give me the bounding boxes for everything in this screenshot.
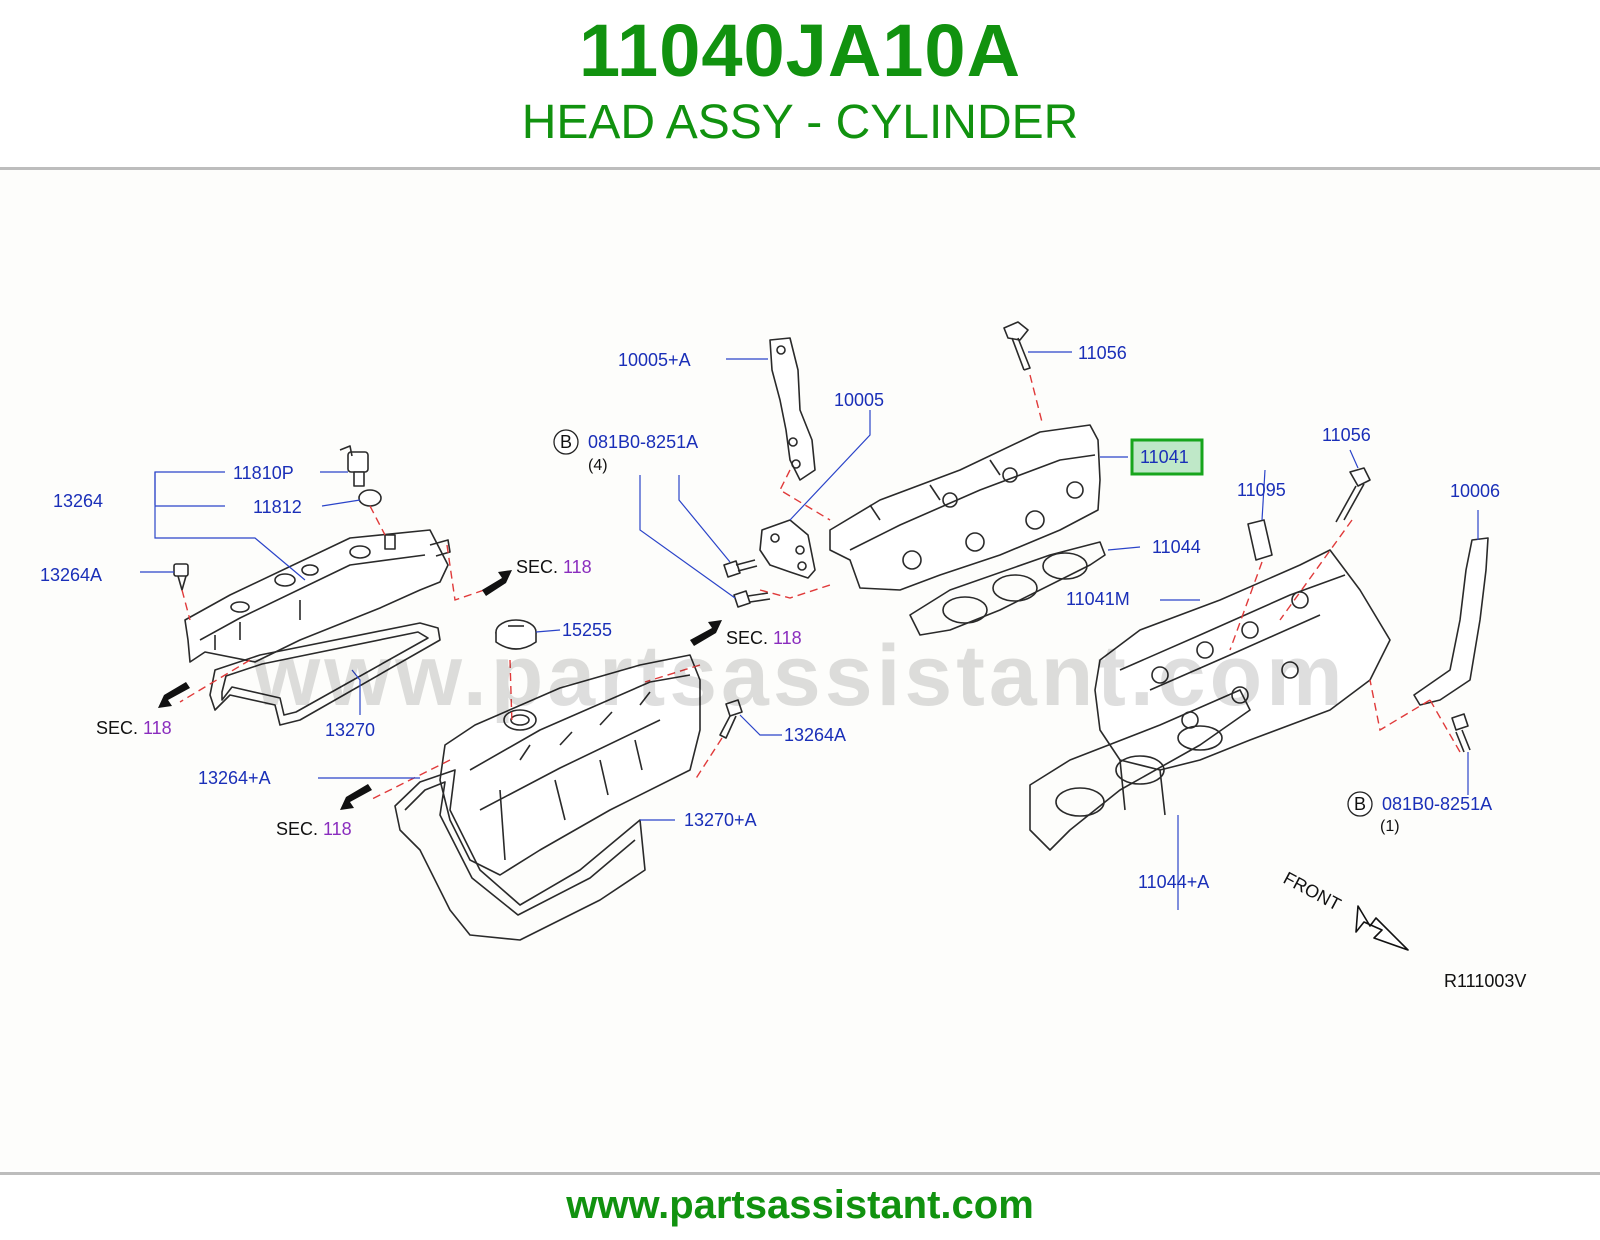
gasket-13270-plus-a[interactable] (394, 769, 646, 941)
sec-ref-3-number[interactable]: 118 (143, 718, 172, 738)
sec-ref-4-prefix: SEC. (276, 819, 318, 839)
label-081b0-right[interactable]: 081B0-8251A (1382, 794, 1492, 814)
bracket-10005[interactable] (759, 519, 816, 579)
bolt-13264a-mid[interactable] (719, 699, 743, 739)
label-11044pa[interactable]: 11044+A (1138, 872, 1209, 892)
label-10005[interactable]: 10005 (834, 390, 884, 410)
header: 11040JA10A HEAD ASSY - CYLINDER (0, 0, 1600, 168)
cylinder-head-11041m[interactable] (1094, 549, 1391, 816)
label-13270[interactable]: 13270 (325, 720, 375, 740)
label-10005a[interactable]: 10005+A (618, 350, 691, 370)
label-11056-top[interactable]: 11056 (1078, 343, 1127, 363)
label-11044[interactable]: 11044 (1152, 537, 1201, 557)
b-marker-top: B (560, 432, 572, 452)
bolt-11056-right[interactable] (1335, 467, 1371, 523)
sec-ref-2-prefix: SEC. (726, 628, 768, 648)
hanger-10005-plus-a[interactable] (769, 337, 816, 481)
label-11056-right[interactable]: 11056 (1322, 425, 1371, 445)
part-number-title: 11040JA10A (578, 9, 1022, 92)
sec-ref-1-prefix: SEC. (516, 557, 558, 577)
label-11810p[interactable]: 11810P (233, 463, 294, 483)
bolt-13264a-left[interactable] (173, 563, 189, 591)
sec-ref-1-number[interactable]: 118 (563, 557, 592, 577)
label-15255[interactable]: 15255 (562, 620, 612, 640)
label-11812[interactable]: 11812 (253, 497, 302, 517)
label-11041m[interactable]: 11041M (1066, 589, 1130, 609)
sec-ref-3-prefix: SEC. (96, 718, 138, 738)
b-marker-right: B (1354, 794, 1366, 814)
label-10006[interactable]: 10006 (1450, 481, 1500, 501)
grommet-11812[interactable] (358, 489, 382, 507)
qty-right: (1) (1380, 818, 1400, 835)
label-13270pa[interactable]: 13270+A (684, 810, 757, 830)
sec-ref-2-number[interactable]: 118 (773, 628, 802, 648)
sec-arrows (158, 570, 722, 810)
bolt-081b0-top-a[interactable] (723, 559, 758, 578)
sec-ref-4-number[interactable]: 118 (323, 819, 352, 839)
assembly-dash-lines (179, 374, 1461, 801)
footer-site-link[interactable]: www.partsassistant.com (566, 1183, 1034, 1227)
leader-lines (140, 351, 1479, 910)
b-marker-circle-top (553, 429, 579, 455)
head-gasket-11044[interactable] (909, 541, 1106, 636)
bolt-11056-top[interactable] (1003, 321, 1031, 371)
rocker-cover-left[interactable] (184, 529, 451, 663)
drawing-reference: R111003V (1444, 971, 1526, 991)
label-081b0-top[interactable]: 081B0-8251A (588, 432, 698, 452)
oil-filler-cap-15255[interactable] (495, 619, 537, 650)
label-13264a-mid[interactable]: 13264A (784, 725, 846, 745)
rocker-cover-right[interactable] (439, 654, 701, 876)
head-gasket-11044-plus-a[interactable] (1029, 689, 1251, 851)
highlight-box-11041[interactable] (1130, 438, 1204, 476)
part-name-subtitle: HEAD ASSY - CYLINDER (521, 96, 1079, 149)
dowel-11095[interactable] (1247, 519, 1273, 561)
bolt-081b0-right[interactable] (1451, 713, 1471, 753)
cylinder-head-11041[interactable] (829, 424, 1101, 591)
header-divider (0, 167, 1600, 170)
label-11095[interactable]: 11095 (1237, 480, 1286, 500)
gasket-13270[interactable] (209, 622, 441, 726)
parts-diagram: www.partsassistant.com 10005+A 11056 100… (0, 170, 1600, 1170)
watermark: www.partsassistant.com (252, 628, 1346, 724)
front-arrow-icon (1355, 905, 1409, 951)
bracket-10006[interactable] (1413, 537, 1489, 706)
b-marker-circle-right (1347, 791, 1373, 817)
label-13264[interactable]: 13264 (53, 491, 103, 511)
front-label: FRONT (1280, 868, 1344, 915)
footer-divider (0, 1172, 1600, 1175)
label-11041[interactable]: 11041 (1140, 447, 1189, 467)
pcv-valve-11810p[interactable] (339, 445, 369, 487)
diagram-svg: www.partsassistant.com 10005+A 11056 100… (40, 321, 1526, 991)
label-13264pa[interactable]: 13264+A (198, 768, 271, 788)
label-13264a-left[interactable]: 13264A (40, 565, 102, 585)
qty-top: (4) (588, 457, 608, 474)
bolt-081b0-top-b[interactable] (733, 590, 771, 608)
